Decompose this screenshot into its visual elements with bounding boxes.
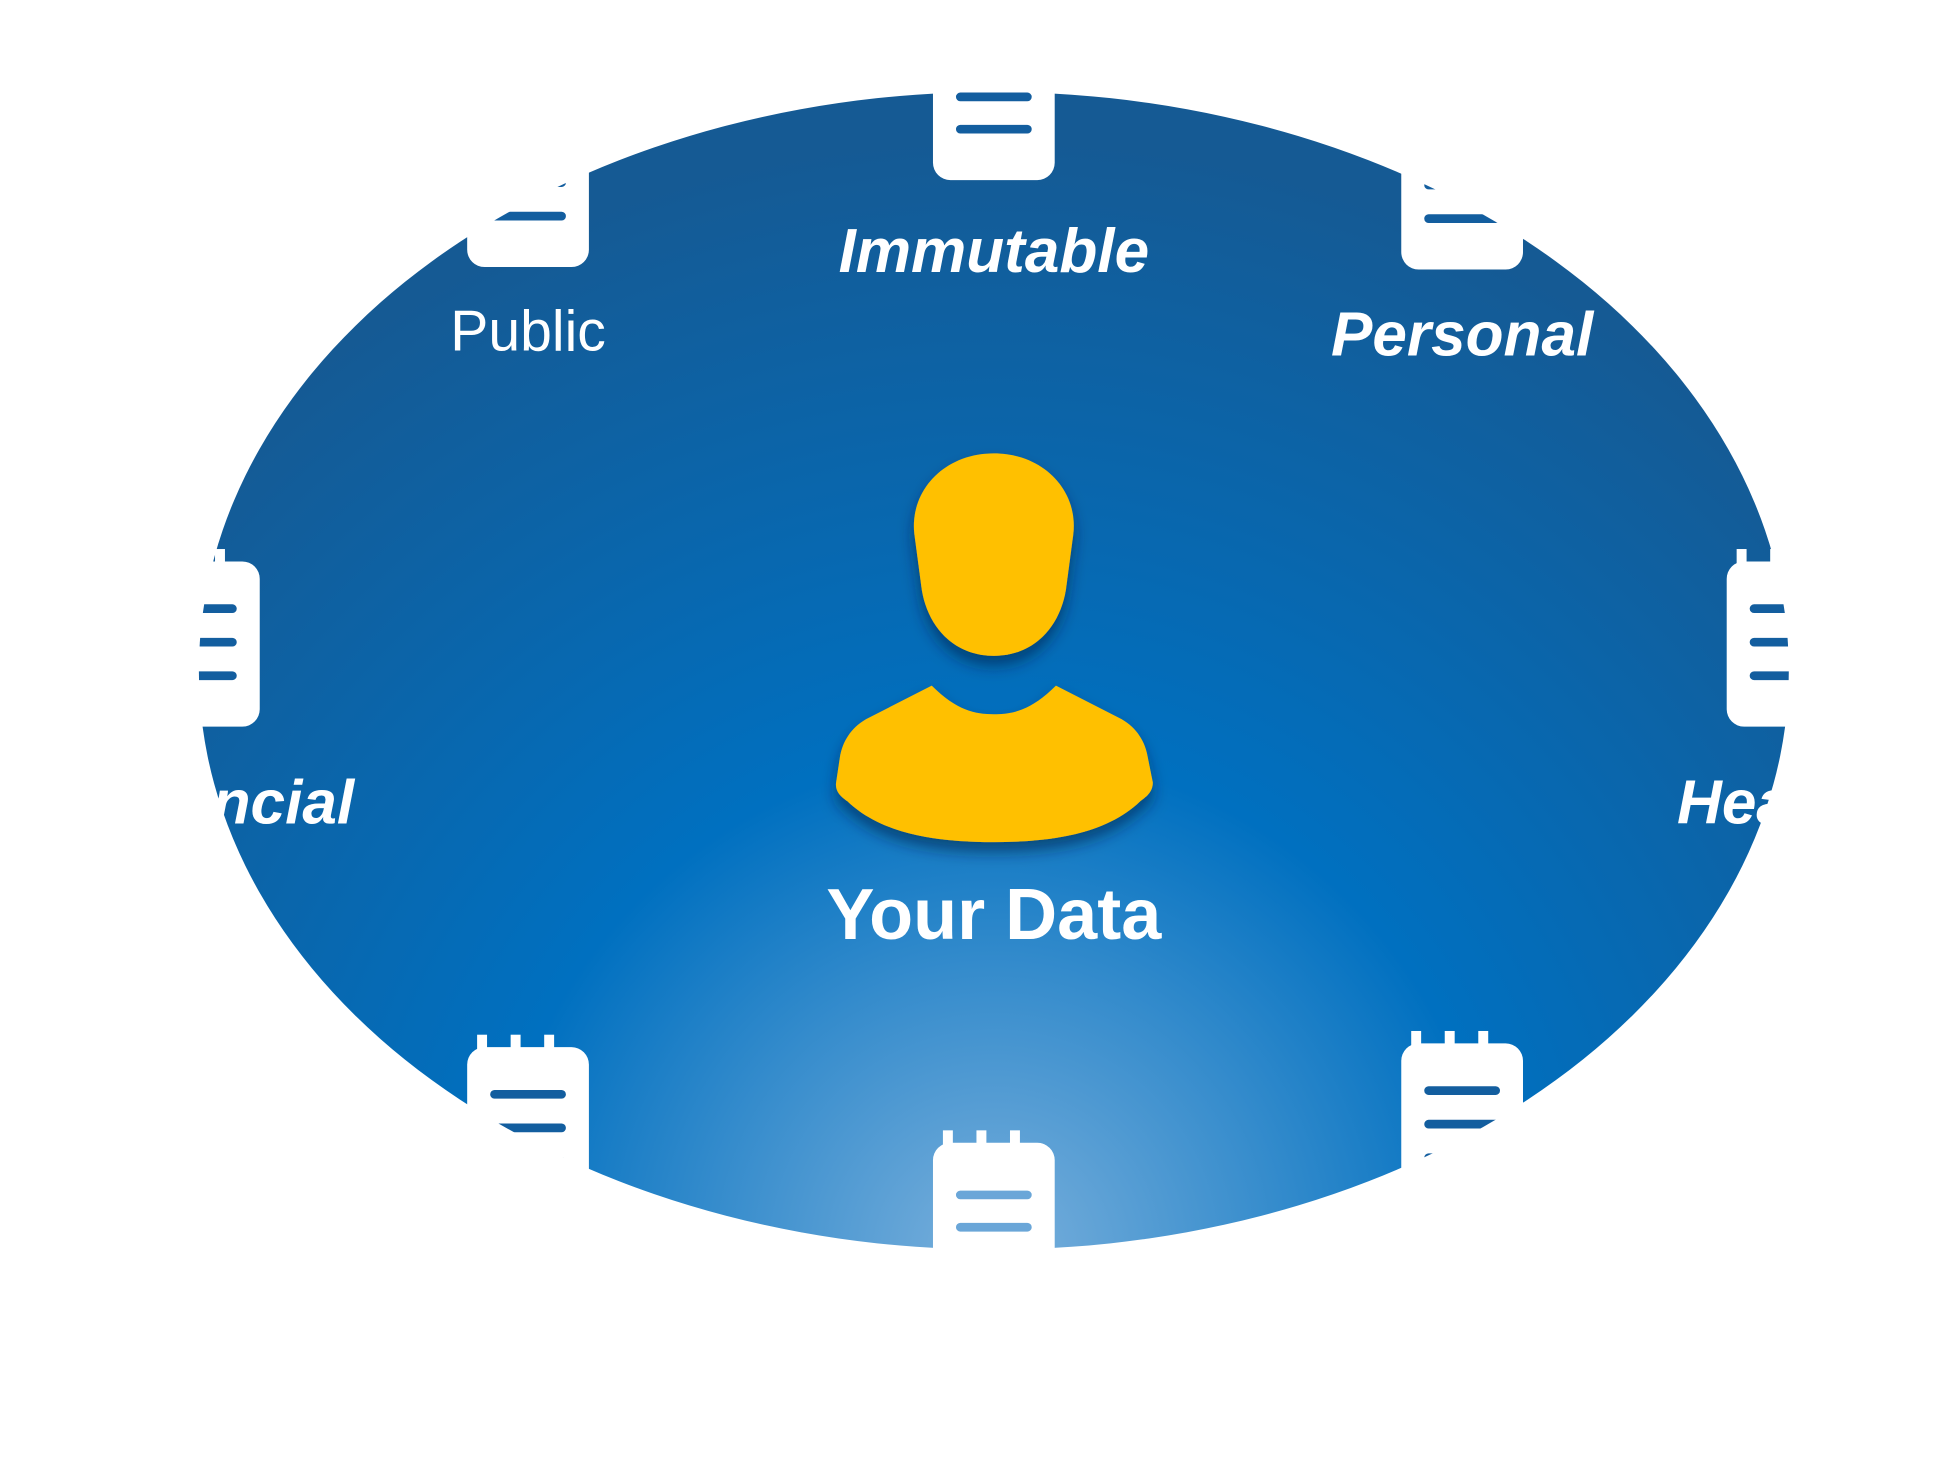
category-label-financial: Financial	[85, 769, 356, 838]
clipboard-icon	[932, 1130, 1055, 1308]
clipboard-icon	[467, 89, 589, 268]
clipboard-icon	[1726, 549, 1849, 727]
data-circle	[198, 91, 1789, 1250]
category-label-immutable: Immutable	[839, 217, 1150, 286]
category-label-public: Public	[450, 299, 606, 363]
category-label-health: Health	[1677, 769, 1867, 838]
center-label: Your Data	[826, 875, 1162, 955]
person-icon	[835, 453, 1153, 843]
category-label-personal: Personal	[1331, 300, 1595, 369]
clipboard-icon	[138, 549, 260, 727]
clipboard-icon	[1401, 91, 1523, 270]
clipboard-icon	[932, 2, 1055, 181]
